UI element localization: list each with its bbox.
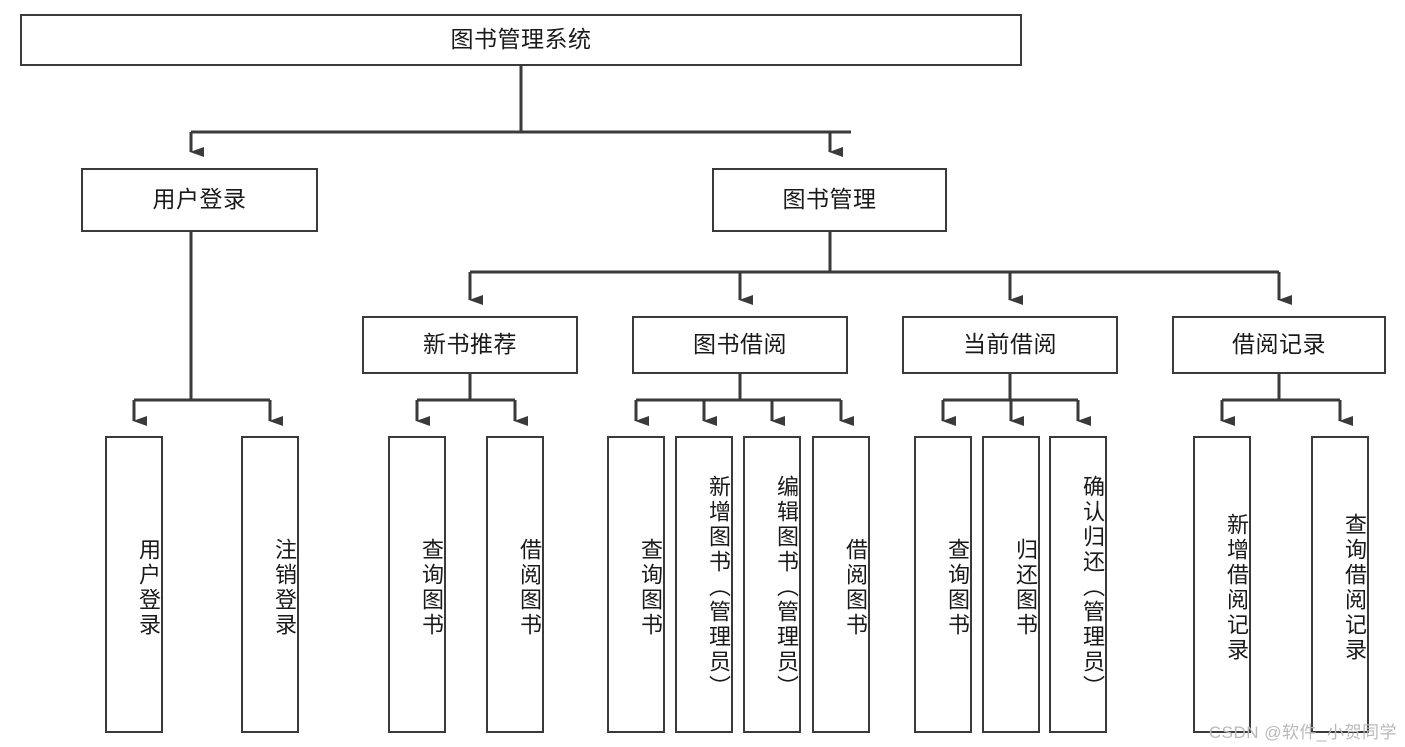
- leaf-book-borrow-query[interactable]: 查询图书: [607, 436, 665, 733]
- node-label: 新增借阅记录: [1224, 512, 1249, 663]
- node-book-management[interactable]: 图书管理: [712, 168, 947, 232]
- leaf-book-borrow-edit[interactable]: 编辑图书（管理员）: [743, 436, 801, 733]
- leaf-new-book-query[interactable]: 查询图书: [388, 436, 446, 733]
- leaf-book-borrow-borrow[interactable]: 借阅图书: [812, 436, 870, 733]
- node-label: 借阅图书: [843, 537, 868, 638]
- leaf-current-borrow-return[interactable]: 归还图书: [982, 436, 1040, 733]
- node-label: 查询图书: [945, 537, 970, 638]
- node-label: 编辑图书（管理员）: [774, 475, 799, 700]
- node-label: 新书推荐: [423, 331, 517, 358]
- node-label: 确认归还（管理员）: [1080, 475, 1105, 700]
- leaf-current-borrow-confirm-return[interactable]: 确认归还（管理员）: [1049, 436, 1107, 733]
- node-book-borrow[interactable]: 图书借阅: [632, 316, 848, 374]
- node-label: 用户登录: [136, 537, 161, 638]
- leaf-user-login-logout[interactable]: 注销登录: [241, 436, 299, 733]
- leaf-book-borrow-add[interactable]: 新增图书（管理员）: [675, 436, 733, 733]
- node-label: 查询借阅记录: [1342, 512, 1367, 663]
- node-label: 借阅图书: [517, 537, 542, 638]
- node-root-book-management-system[interactable]: 图书管理系统: [20, 14, 1022, 66]
- node-new-book-recommend[interactable]: 新书推荐: [362, 316, 578, 374]
- node-label: 查询图书: [419, 537, 444, 638]
- node-borrow-record[interactable]: 借阅记录: [1172, 316, 1386, 374]
- node-label: 查询图书: [638, 537, 663, 638]
- leaf-user-login-login[interactable]: 用户登录: [105, 436, 163, 733]
- leaf-new-book-borrow[interactable]: 借阅图书: [486, 436, 544, 733]
- node-label: 注销登录: [272, 537, 297, 638]
- leaf-current-borrow-query[interactable]: 查询图书: [914, 436, 972, 733]
- node-user-login[interactable]: 用户登录: [81, 168, 318, 232]
- leaf-borrow-record-add[interactable]: 新增借阅记录: [1193, 436, 1251, 733]
- node-label: 用户登录: [152, 186, 247, 213]
- node-label: 图书管理系统: [450, 26, 592, 53]
- node-label: 图书管理: [782, 186, 877, 213]
- node-label: 新增图书（管理员）: [706, 475, 731, 700]
- node-label: 图书借阅: [693, 331, 787, 358]
- node-current-borrow[interactable]: 当前借阅: [902, 316, 1118, 374]
- node-label: 借阅记录: [1232, 331, 1326, 358]
- node-label: 当前借阅: [963, 331, 1057, 358]
- node-label: 归还图书: [1013, 537, 1038, 638]
- leaf-borrow-record-query[interactable]: 查询借阅记录: [1311, 436, 1369, 733]
